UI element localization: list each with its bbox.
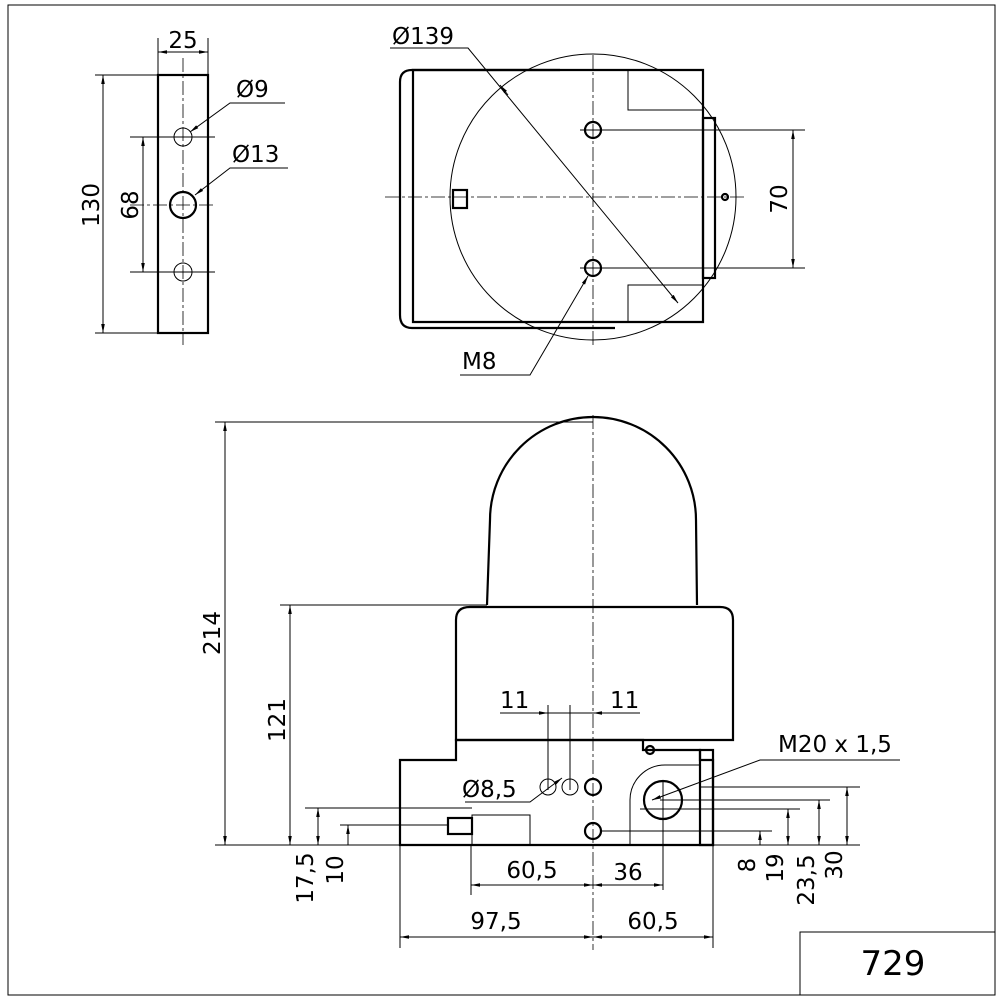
dim-total-height: 214 bbox=[200, 611, 226, 655]
dim-17-5: 17,5 bbox=[293, 852, 319, 903]
dim-housing-height: 121 bbox=[265, 698, 291, 742]
dim-97-5: 97,5 bbox=[470, 909, 521, 935]
dim-height: 130 bbox=[79, 183, 105, 227]
dim-large-hole: Ø13 bbox=[232, 142, 279, 168]
dim-hole-offset-left: 11 bbox=[500, 688, 529, 714]
drawing-number: 729 bbox=[861, 944, 926, 984]
dim-23-5: 23,5 bbox=[794, 854, 820, 905]
dim-hole-spacing: 68 bbox=[118, 190, 144, 219]
side-view: 214 121 11 11 Ø8,5 M20 x 1,5 17,5 10 8 1… bbox=[200, 415, 900, 950]
dim-diameter: Ø139 bbox=[392, 24, 454, 50]
dim-19: 19 bbox=[763, 853, 789, 882]
dim-hole-spacing-top: 70 bbox=[767, 184, 793, 213]
top-view: 70 Ø139 M8 bbox=[385, 24, 805, 376]
dim-10: 10 bbox=[323, 855, 349, 884]
dim-hole-diameter: Ø8,5 bbox=[462, 777, 517, 803]
dim-small-hole: Ø9 bbox=[236, 77, 269, 103]
drawing-frame bbox=[7, 4, 996, 996]
dim-36: 36 bbox=[613, 860, 642, 886]
bracket-view: 25 130 68 Ø9 Ø13 bbox=[79, 28, 288, 345]
dim-width: 25 bbox=[168, 28, 197, 54]
dim-30: 30 bbox=[822, 850, 848, 879]
label-thread: M8 bbox=[462, 349, 496, 375]
dim-60-5-lower: 60,5 bbox=[627, 909, 678, 935]
dim-60-5-upper: 60,5 bbox=[506, 858, 557, 884]
title-block: 729 bbox=[799, 931, 996, 996]
dim-hole-offset-right: 11 bbox=[610, 688, 639, 714]
label-cable-gland: M20 x 1,5 bbox=[778, 732, 892, 758]
dim-8: 8 bbox=[735, 858, 761, 873]
